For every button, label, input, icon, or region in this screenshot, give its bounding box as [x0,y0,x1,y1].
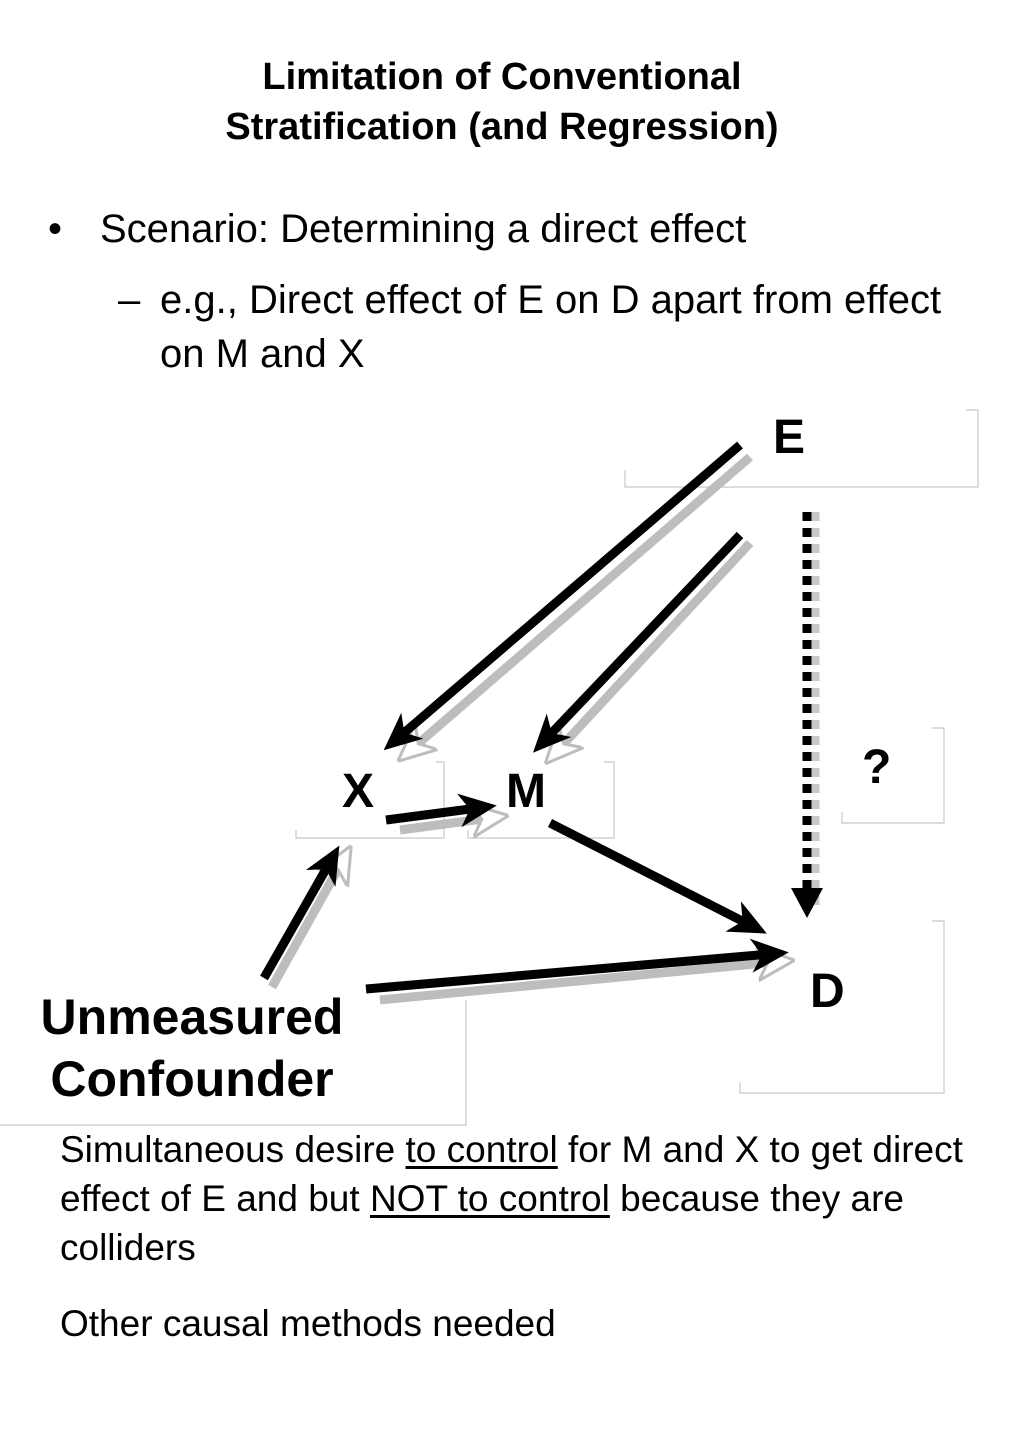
note-underline-not-to-control: NOT to control [369,1178,610,1219]
note-text-a: Simultaneous desire [60,1129,406,1170]
arrow-shadows [268,453,776,1005]
node-e[interactable]: E [773,411,806,464]
sub-bullet-marker: – [118,278,141,322]
arrow-m-to-d[interactable] [547,818,767,934]
bullet-text: Scenario: Determining a direct effect [100,207,747,251]
title-line-2: Stratification (and Regression) [225,106,779,148]
shadow-e-to-m [558,539,754,750]
frame-m [467,761,615,839]
question-mark: ? [862,741,892,794]
node-unmeasured-confounder[interactable]: Unmeasured Confounder [0,986,384,1110]
frame-d [739,920,945,1094]
note-text-c: because they are colliders [60,1178,904,1268]
arrow-confounder-to-x[interactable] [260,845,340,981]
label-frames [0,409,979,1126]
sub-bullet-text: e.g., Direct effect of E on D apart from… [160,278,942,376]
bullet-scenario: • Scenario: Determining a direct effect [48,205,746,253]
frame-e [624,409,979,488]
frame-confounder [0,1000,467,1126]
sub-bullet-example: – e.g., Direct effect of E on D apart fr… [118,273,978,381]
frame-question [841,727,945,824]
note-text-b: for M and X to get direct effect of E an… [60,1129,963,1219]
note-underline-to-control: to control [405,1129,558,1170]
node-d[interactable]: D [810,965,845,1018]
shadow-confounder-to-d [379,962,776,1005]
bullet-marker: • [48,207,63,251]
arrow-confounder-to-d[interactable] [365,938,789,994]
arrow-x-to-m[interactable] [385,793,497,828]
node-m[interactable]: M [506,765,546,818]
arrows [260,441,789,994]
confounder-line-1: Unmeasured [40,989,344,1045]
node-x[interactable]: X [342,765,375,818]
arrow-e-to-m[interactable] [532,531,744,753]
note-colliders: Simultaneous desire to control for M and… [60,1125,990,1272]
frame-x [295,761,445,839]
shadow-e-to-x [412,453,753,749]
note-other-methods: Other causal methods needed [60,1303,556,1344]
arrow-e-to-x[interactable] [383,441,743,751]
title-line-1: Limitation of Conventional [262,56,742,98]
dotted-arrowhead [791,888,823,918]
shadow-confounder-to-x [268,862,342,990]
arrow-e-to-d-dotted[interactable] [791,512,823,918]
confounder-line-2: Confounder [50,1051,334,1107]
slide-title: Limitation of Conventional Stratificatio… [0,52,1004,152]
